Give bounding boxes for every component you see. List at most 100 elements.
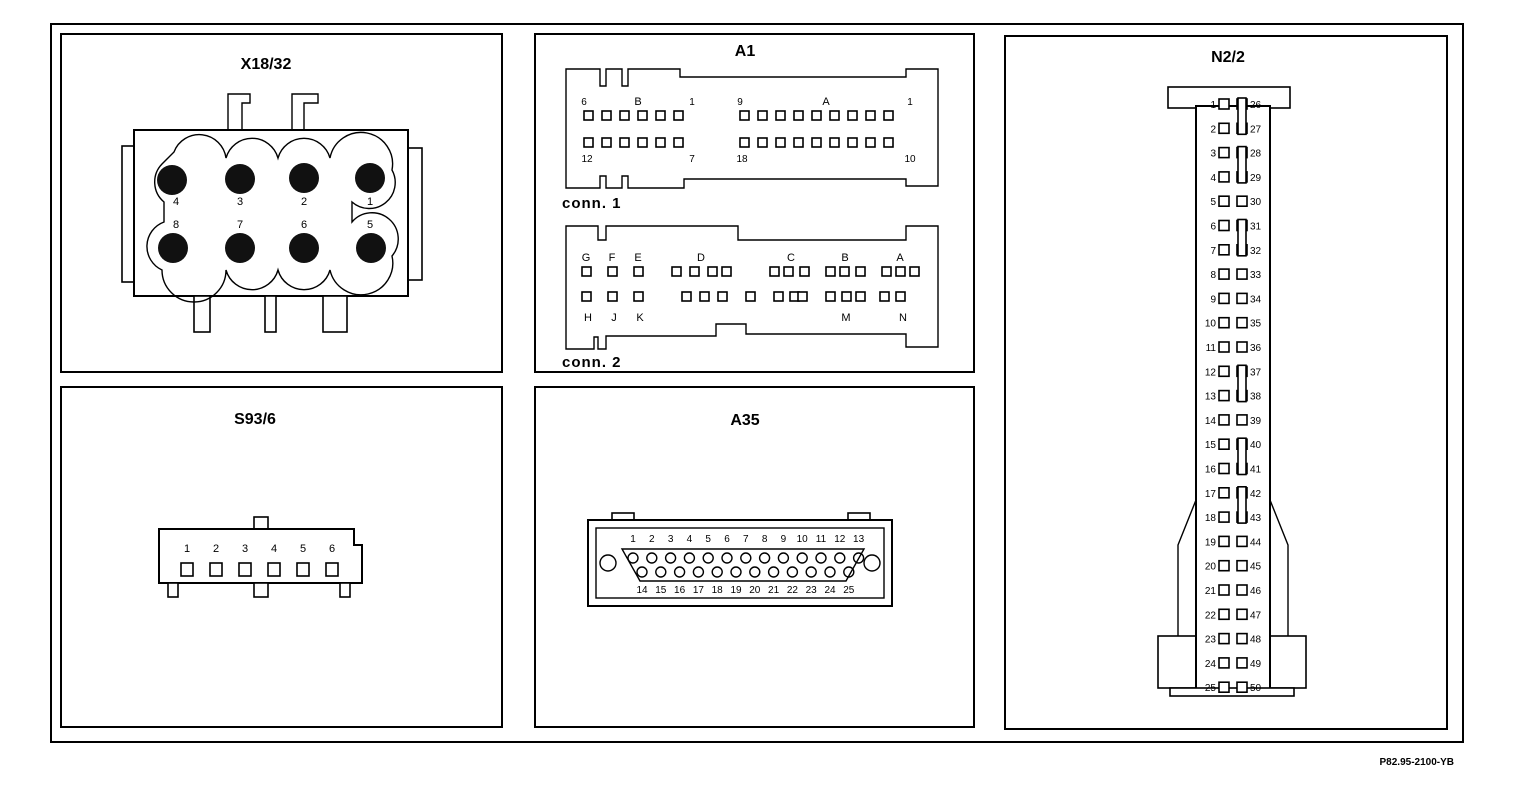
x18-label: 7 xyxy=(237,219,243,231)
n2-2-right-label: 40 xyxy=(1250,440,1262,451)
a1-conn1-cavity xyxy=(601,137,612,148)
n2-2-right-label: 49 xyxy=(1250,659,1262,670)
a1-conn2-letter: D xyxy=(697,252,705,264)
a1-conn2-letter: J xyxy=(611,312,617,324)
n2-2-cavity xyxy=(1218,98,1230,110)
n2-2-left-label: 21 xyxy=(1205,586,1217,597)
n2-2-left-label: 16 xyxy=(1205,465,1217,476)
a1-conn1-cavity xyxy=(811,137,822,148)
a1-conn1-cavity xyxy=(637,137,648,148)
a35-pin xyxy=(805,566,817,578)
n2-2-right-label: 32 xyxy=(1250,246,1262,257)
a1-conn1-cavity xyxy=(847,137,858,148)
n2-2-left-label: 6 xyxy=(1210,222,1216,233)
n2-2-cavity xyxy=(1218,657,1230,669)
a1-conn2-cavity xyxy=(717,291,728,302)
n2-2-left-label: 15 xyxy=(1205,440,1217,451)
a35-pin-label: 18 xyxy=(712,585,724,596)
n2-2-left-label: 7 xyxy=(1210,246,1216,257)
n2-2-left-label: 14 xyxy=(1205,416,1217,427)
a1-conn2-cavity xyxy=(825,291,836,302)
a1-conn1-cavity xyxy=(673,110,684,121)
a1-conn2-letter: A xyxy=(896,252,904,264)
s93-6-cavity xyxy=(296,562,310,577)
n2-2-cavity xyxy=(1236,341,1248,353)
a1-conn2-cavity xyxy=(681,291,692,302)
n2-2-cavity xyxy=(1218,681,1230,694)
a35-pin xyxy=(758,552,771,564)
a1-conn2-letter: H xyxy=(584,312,592,324)
a35-pin xyxy=(815,552,827,564)
x18-pin-5 xyxy=(356,233,386,263)
n2-2-left-label: 2 xyxy=(1210,124,1216,135)
a1-conn1-cavity xyxy=(811,110,822,121)
x18-label: 6 xyxy=(301,219,307,231)
n2-2-right-label: 41 xyxy=(1250,465,1262,476)
n2-2-left-label: 25 xyxy=(1205,683,1217,694)
a1-conn1-cavity xyxy=(583,110,594,121)
a35-pin-label: 15 xyxy=(655,585,667,596)
a35-pin xyxy=(786,566,799,578)
a35-pin-label: 8 xyxy=(762,534,768,545)
a1-conn1-label: A xyxy=(822,96,830,108)
n2-2-cavity xyxy=(1236,608,1248,621)
n2-2-left-label: 20 xyxy=(1205,562,1217,573)
a35-pin-label: 10 xyxy=(797,534,809,545)
a1-conn1: 6 B 1 9 A 1 12 7 18 10 conn. 1 xyxy=(562,68,939,212)
a35-pin xyxy=(646,552,658,564)
a35-pin-label: 11 xyxy=(816,534,827,545)
a1-conn1-cavity xyxy=(883,137,894,148)
n2-2-slot xyxy=(1237,437,1247,476)
a1-conn2-cavity xyxy=(855,291,866,302)
a35-pin xyxy=(824,566,836,578)
n2-2-title: N2/2 xyxy=(1211,49,1245,66)
s93-6-cavity xyxy=(267,562,281,577)
x18-label: 4 xyxy=(173,196,179,208)
n2-2-cavity xyxy=(1218,414,1230,426)
x18-32-title: X18/32 xyxy=(241,56,292,73)
n2-2-left-label: 5 xyxy=(1210,197,1216,208)
a1-conn2-caption: conn. 2 xyxy=(562,354,622,371)
n2-2-cavity xyxy=(1218,341,1230,353)
n2-2-left-label: 23 xyxy=(1205,635,1217,646)
a35-pin-label: 13 xyxy=(853,534,865,545)
n2-2-right-label: 47 xyxy=(1250,610,1262,621)
a1-conn2-cavity xyxy=(581,291,592,302)
a1-conn2-letter: C xyxy=(787,252,795,264)
n2-2-right-label: 45 xyxy=(1250,562,1262,573)
n2-2-cavity xyxy=(1236,414,1248,426)
a1-conn1-label: 12 xyxy=(581,154,593,165)
x18-label: 3 xyxy=(237,196,243,208)
a35-pin-label: 5 xyxy=(705,534,711,545)
n2-2-left-label: 12 xyxy=(1205,367,1217,378)
panel-a35 xyxy=(534,386,975,728)
a35-pin xyxy=(683,552,696,564)
n2-2-cavity xyxy=(1236,268,1248,280)
a1-conn2-cavity xyxy=(699,291,710,302)
n2-2-slot xyxy=(1237,218,1247,257)
a1-conn1-cavity xyxy=(793,137,804,148)
reference-code: P82.95-2100-YB xyxy=(1380,757,1455,768)
n2-2-slot xyxy=(1237,145,1247,184)
s93-6-pin-label: 3 xyxy=(242,543,248,555)
a1-conn2-cavity xyxy=(783,266,794,277)
n2-2-left-label: 24 xyxy=(1205,659,1217,670)
x18-pin-6 xyxy=(289,233,319,263)
a1-conn2-cavity xyxy=(581,266,592,277)
s93-6-title: S93/6 xyxy=(234,411,276,428)
panel-a1 xyxy=(534,33,975,373)
n2-2-cavity xyxy=(1218,171,1230,183)
a1-conn2-cavity xyxy=(879,291,890,302)
a1-conn1-cavity xyxy=(865,110,876,121)
n2-2-right-label: 38 xyxy=(1250,392,1262,403)
a1-conn1-cavity xyxy=(847,110,858,121)
a1-conn1-cavity xyxy=(865,137,876,148)
a35-pin-label: 6 xyxy=(724,534,730,545)
a1-conn2-cavity xyxy=(745,291,756,302)
a35-pin xyxy=(852,552,865,564)
a35-pin-label: 12 xyxy=(834,534,846,545)
